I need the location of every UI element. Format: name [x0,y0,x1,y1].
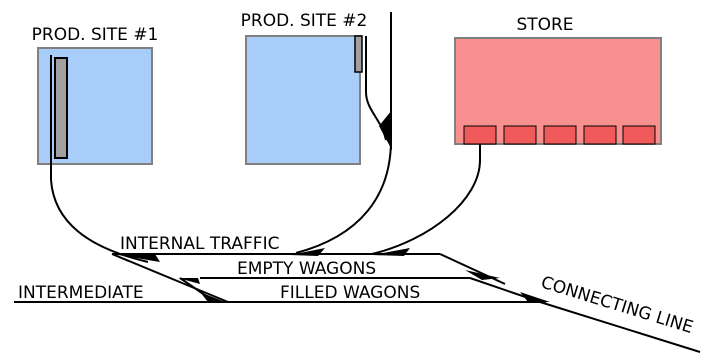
internal-to-empty-crossover [439,253,506,285]
internal-traffic-label: INTERNAL TRAFFIC [120,234,279,254]
filled-wagons-label: FILLED WAGONS [280,283,420,303]
store-bay [622,125,656,145]
intermediate-label: INTERMEDIATE [18,283,144,303]
store-bay [543,125,577,145]
prod-site-2-building [245,35,361,165]
store-label: STORE [516,15,573,35]
switch-marker [290,248,325,256]
prod-site-1-loading-bay [54,57,68,159]
switch-marker [379,110,392,150]
prod-site-1-label: PROD. SITE #1 [32,25,159,45]
switch-marker [178,278,200,284]
internal-to-filled-crossover [111,253,229,303]
store-bay [463,125,497,145]
empty-wagons-label: EMPTY WAGONS [237,259,376,279]
connecting-line-label: CONNECTING LINE [539,273,696,338]
store-bay [503,125,537,145]
switch-marker [112,254,160,262]
site-2-main-lead-track [295,12,392,254]
store-lead-track [371,144,481,255]
connecting-line-track [539,301,701,353]
switch-marker [372,248,410,256]
switch-marker [200,292,225,302]
prod-site-2-loading-bay [354,35,363,73]
store-bay [583,125,617,145]
switch-marker [520,292,550,302]
switch-marker [465,270,500,280]
prod-site-2-label: PROD. SITE #2 [241,11,368,31]
